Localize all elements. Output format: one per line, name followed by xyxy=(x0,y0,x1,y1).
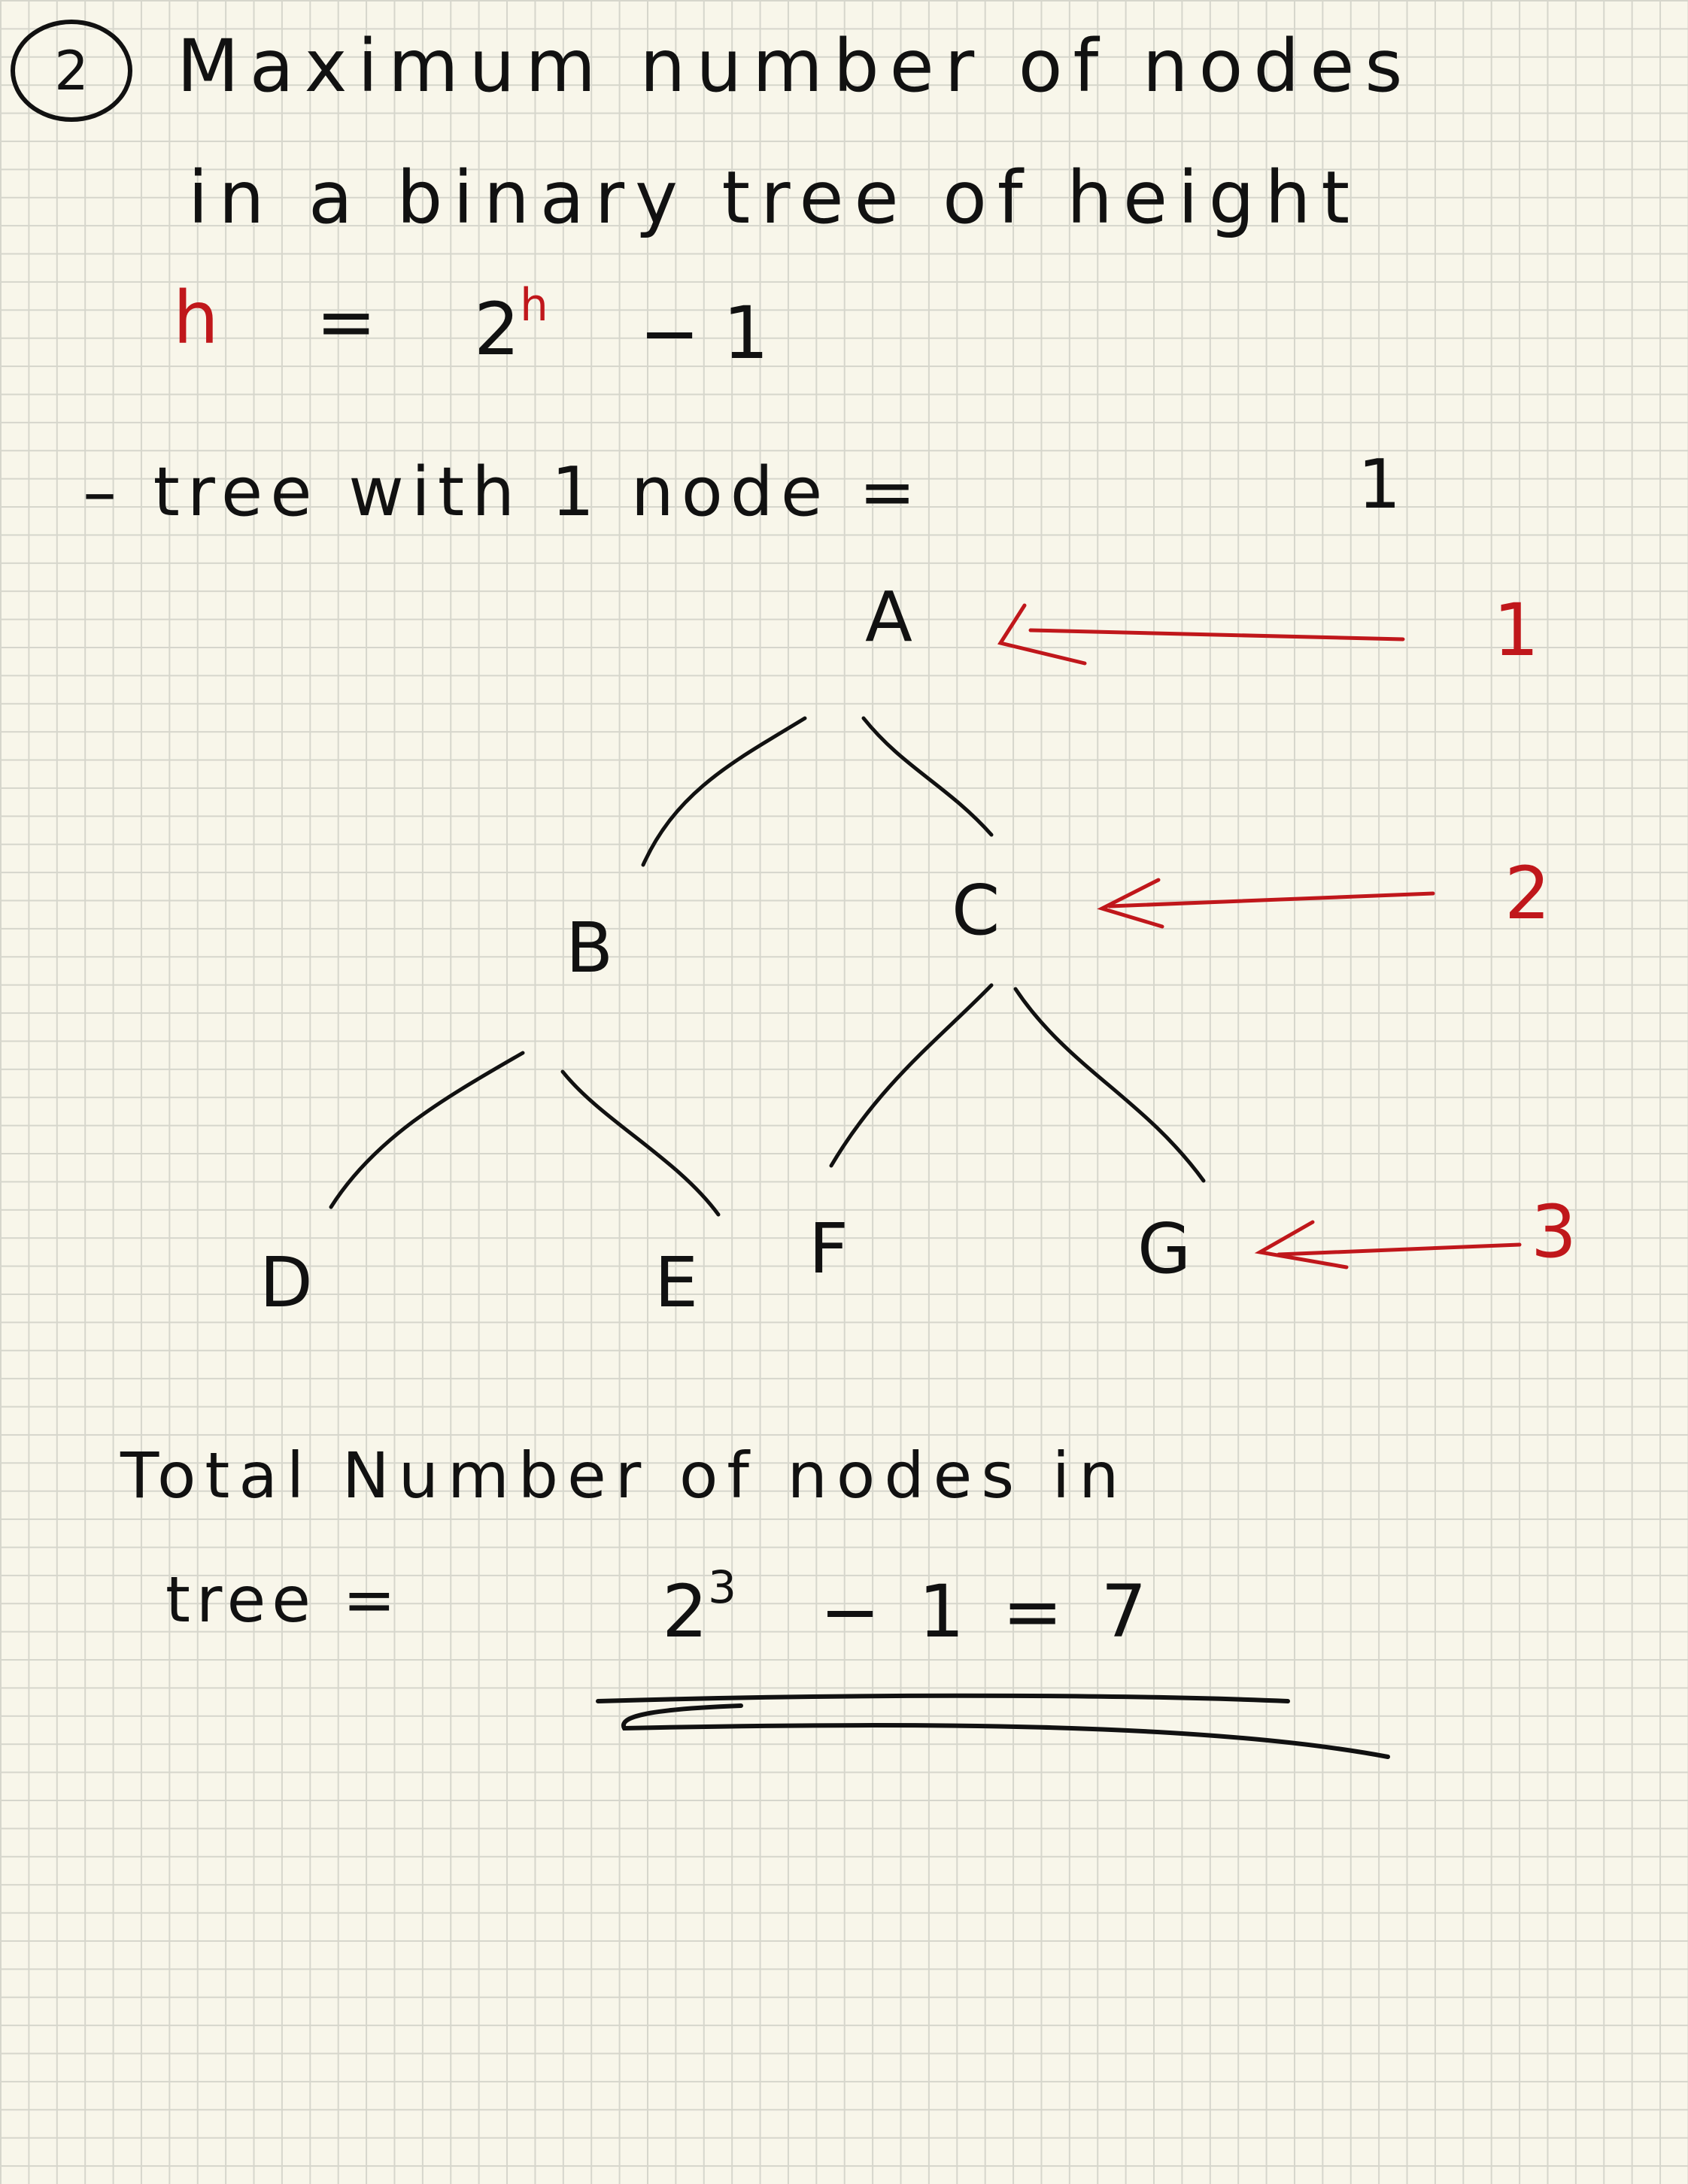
edge-c-g xyxy=(1013,987,1206,1183)
node-b: B xyxy=(566,908,614,988)
formula-base-value: 2 xyxy=(474,287,521,372)
node-e: E xyxy=(654,1242,699,1323)
level-label-1: 1 xyxy=(1493,588,1540,672)
level-1-arrow-shaft xyxy=(1028,628,1405,642)
total-exponent: 3 xyxy=(708,1562,736,1615)
total-formula: 23 xyxy=(662,1566,736,1648)
edge-a-b xyxy=(641,716,807,867)
level-1-arrow-head xyxy=(997,603,1087,666)
formula-equals: = xyxy=(316,280,377,364)
node-c: C xyxy=(952,870,1000,951)
level-label-2: 2 xyxy=(1504,851,1551,936)
edge-b-e xyxy=(560,1069,721,1217)
edge-a-c xyxy=(861,716,994,837)
edge-b-d xyxy=(329,1051,525,1209)
node-f: F xyxy=(809,1209,849,1289)
formula-h: h xyxy=(173,276,219,360)
level-3-arrow-head xyxy=(1254,1220,1349,1269)
heading-line-2: in a binary tree of height xyxy=(188,156,1361,240)
example-value: 1 xyxy=(1358,445,1401,524)
formula-tail: − 1 xyxy=(639,291,770,375)
level-3-arrow-shaft xyxy=(1277,1242,1522,1257)
level-2-arrow-head xyxy=(1097,878,1164,929)
total-line-2-label: tree = xyxy=(165,1563,402,1636)
level-2-arrow-shaft xyxy=(1107,891,1435,908)
answer-underline-2 xyxy=(621,1703,1390,1759)
heading-line-1: Maximum number of nodes xyxy=(177,24,1413,108)
answer-underline-1 xyxy=(596,1693,1290,1703)
formula-exponent: h xyxy=(520,280,548,332)
item-number: 2 xyxy=(54,39,89,102)
total-result: − 1 = 7 xyxy=(820,1570,1155,1654)
node-d: D xyxy=(260,1242,313,1323)
node-g: G xyxy=(1137,1209,1192,1289)
formula-base: 2h xyxy=(474,284,548,366)
total-line-1: Total Number of nodes in xyxy=(120,1439,1128,1512)
level-label-3: 3 xyxy=(1531,1190,1577,1274)
item-number-badge: 2 xyxy=(11,20,132,122)
node-a: A xyxy=(865,577,912,657)
example-label: – tree with 1 node = xyxy=(83,453,924,532)
total-base: 2 xyxy=(662,1570,709,1654)
edge-c-f xyxy=(829,983,994,1168)
